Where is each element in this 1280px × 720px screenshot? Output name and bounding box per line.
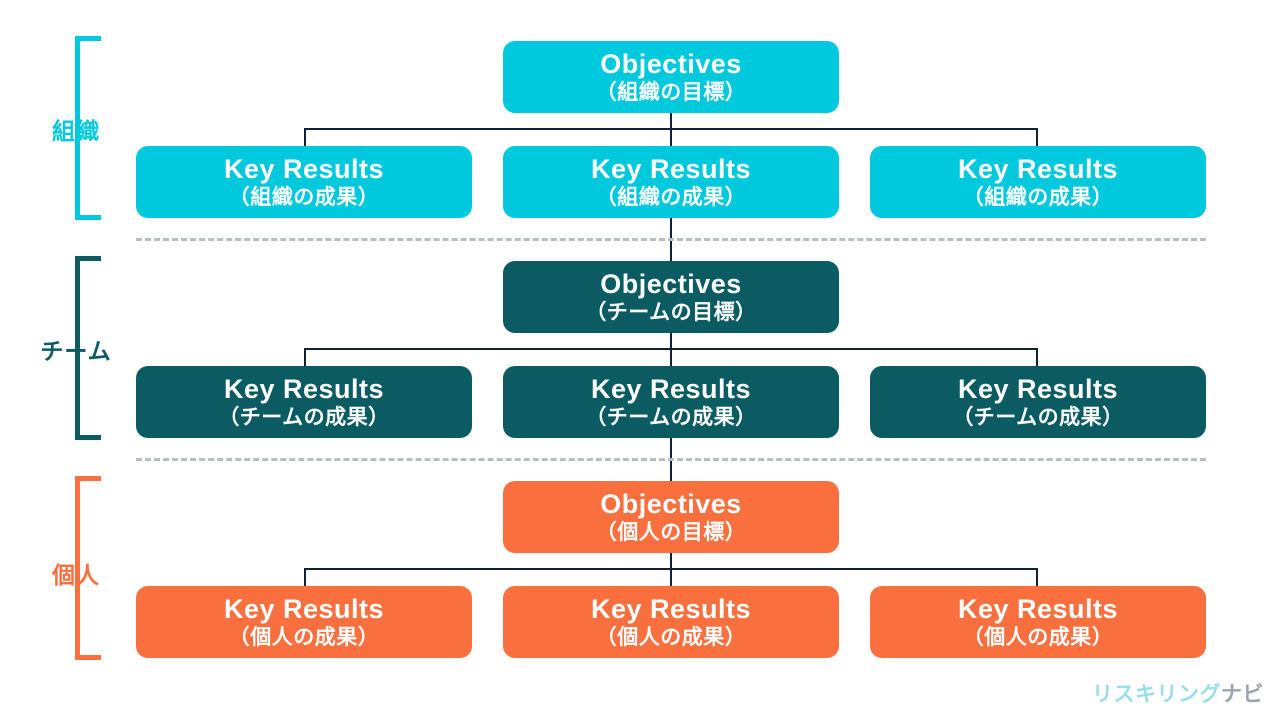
tier-bracket-team [75,256,101,440]
connector-drop-left-team [304,348,306,368]
key-result-title: Key Results [223,594,385,625]
key-result-box-organization-3[interactable]: Key Results （組織の成果） [870,146,1206,218]
key-result-box-team-3[interactable]: Key Results （チームの成果） [870,366,1206,438]
key-result-box-organization-2[interactable]: Key Results （組織の成果） [503,146,839,218]
key-result-subtitle: （個人の成果） [228,625,380,649]
key-result-box-team-1[interactable]: Key Results （チームの成果） [136,366,472,438]
key-result-subtitle: （組織の成果） [595,185,747,209]
key-result-subtitle: （組織の成果） [962,185,1114,209]
connector-drop-right-organization [1036,128,1038,148]
tier-label-team: チーム [40,338,112,364]
brand-primary-text: リスキリング [1092,683,1221,706]
key-result-box-team-2[interactable]: Key Results （チームの成果） [503,366,839,438]
key-result-title: Key Results [223,154,385,185]
key-result-box-organization-1[interactable]: Key Results （組織の成果） [136,146,472,218]
objective-subtitle: （チームの目標） [585,300,757,324]
connector-drop-center-organization [670,128,672,148]
connector-drop-left-individual [304,568,306,588]
key-result-box-individual-1[interactable]: Key Results （個人の成果） [136,586,472,658]
key-result-box-individual-2[interactable]: Key Results （個人の成果） [503,586,839,658]
tier-separator-team-individual [136,458,1206,461]
key-result-box-individual-3[interactable]: Key Results （個人の成果） [870,586,1206,658]
key-result-title: Key Results [957,154,1119,185]
key-result-subtitle: （チームの成果） [952,405,1124,429]
objective-subtitle: （組織の目標） [595,80,747,104]
key-result-subtitle: （個人の成果） [595,625,747,649]
objective-box-individual[interactable]: Objectives （個人の目標） [503,481,839,553]
key-result-subtitle: （チームの成果） [218,405,390,429]
tier-label-individual: 個人 [52,562,100,588]
connector-drop-right-team [1036,348,1038,368]
tier-bracket-organization [75,36,101,220]
key-result-subtitle: （組織の成果） [228,185,380,209]
objective-title: Objectives [600,49,742,80]
connector-drop-right-individual [1036,568,1038,588]
objective-box-team[interactable]: Objectives （チームの目標） [503,261,839,333]
key-result-subtitle: （チームの成果） [585,405,757,429]
key-result-title: Key Results [957,594,1119,625]
key-result-title: Key Results [223,374,385,405]
key-result-title: Key Results [957,374,1119,405]
connector-drop-center-individual [670,568,672,588]
objective-subtitle: （個人の目標） [595,520,747,544]
key-result-title: Key Results [590,374,752,405]
brand-secondary-text: ナビ [1221,683,1264,706]
objective-box-organization[interactable]: Objectives （組織の目標） [503,41,839,113]
key-result-subtitle: （個人の成果） [962,625,1114,649]
key-result-title: Key Results [590,154,752,185]
connector-drop-center-team [670,348,672,368]
tier-label-organization: 組織 [52,118,100,144]
tier-separator-organization-team [136,238,1206,241]
tier-bracket-individual [75,476,101,660]
objective-title: Objectives [600,489,742,520]
brand-watermark: リスキリング ナビ [1092,678,1264,708]
objective-title: Objectives [600,269,742,300]
key-result-title: Key Results [590,594,752,625]
connector-drop-left-organization [304,128,306,148]
